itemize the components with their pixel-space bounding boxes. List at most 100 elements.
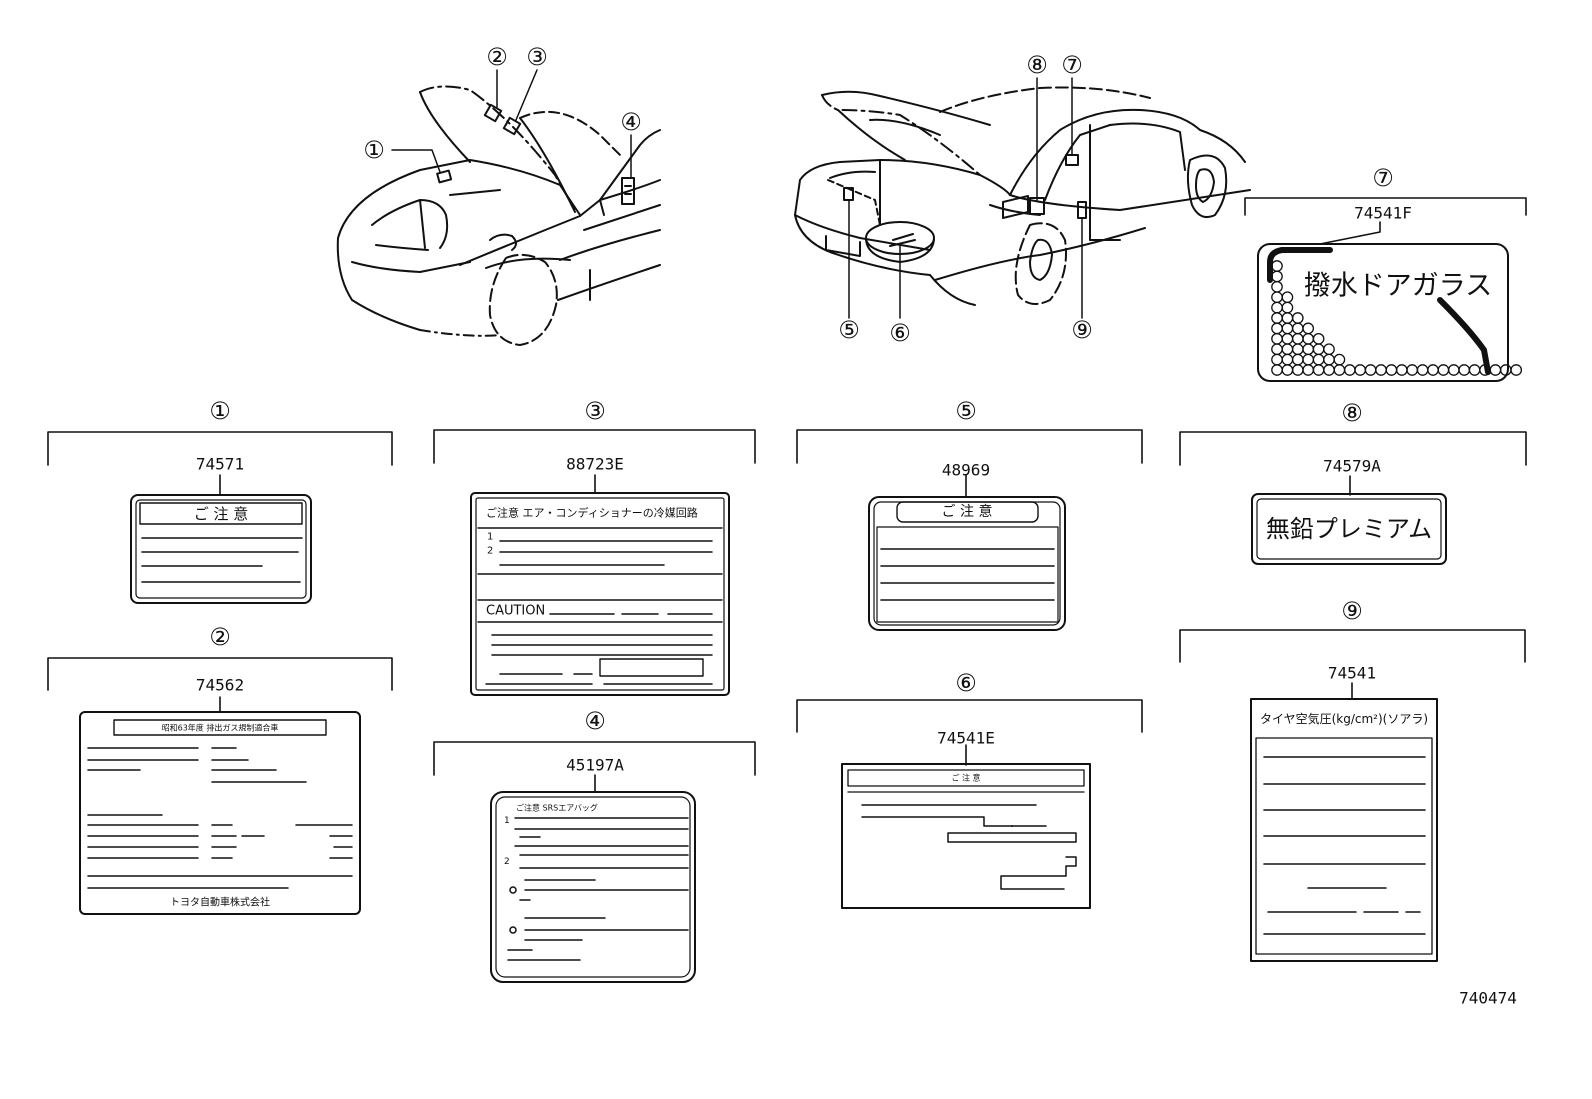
bubble [1354, 364, 1367, 376]
bubble [1291, 312, 1304, 324]
callout-6-car: ⑥ [889, 319, 911, 347]
label-5-outline [868, 496, 1066, 631]
part-number-7: 74541F [1354, 204, 1412, 223]
part-number-2: 74562 [196, 676, 244, 695]
bubble [1271, 270, 1283, 283]
label-2-footer: トヨタ自動車株式会社 [170, 896, 270, 909]
callout-1: ① [209, 397, 231, 425]
rear-car-illustration [794, 77, 1251, 319]
bubble [1271, 364, 1283, 376]
bubble [1271, 343, 1283, 356]
bubble [1302, 364, 1315, 376]
callout-4: ④ [584, 707, 606, 735]
callout-2-car: ② [486, 43, 508, 71]
callout-5: ⑤ [955, 397, 977, 425]
bubble [1343, 364, 1356, 376]
bubble [1312, 364, 1325, 376]
bubble [1291, 332, 1304, 345]
bubble [1291, 364, 1304, 376]
bubble [1468, 364, 1481, 376]
bubble [1395, 364, 1408, 376]
label-5-heading: ご 注 意 [942, 503, 993, 520]
bubble [1281, 343, 1294, 356]
label-1-outline [130, 494, 312, 604]
bubble [1302, 322, 1315, 335]
part-number-3: 88723E [566, 455, 624, 474]
bubble [1364, 364, 1377, 376]
bubble [1416, 364, 1429, 376]
part-number-4: 45197A [566, 756, 624, 775]
bubble [1291, 353, 1304, 366]
bubble [1271, 291, 1283, 304]
label-8-outline [1251, 493, 1447, 565]
label-4-outline [490, 791, 696, 983]
label-7-outline [1257, 243, 1509, 382]
label-7-text: 撥水ドアガラス [1304, 271, 1492, 302]
bubble [1291, 322, 1304, 335]
label-9-outline [1250, 698, 1438, 962]
callout-3: ③ [584, 397, 606, 425]
bubble [1281, 291, 1294, 304]
label-4-item-1: 1 [504, 816, 510, 826]
leader-lines [219, 221, 1381, 793]
label-6-heading: ご 注 意 [951, 773, 980, 783]
bubble [1302, 343, 1315, 356]
bubble [1312, 353, 1325, 366]
label-9-heading: タイヤ空気圧(kg/cm²)(ソアラ) [1260, 711, 1428, 726]
bubble [1437, 364, 1450, 376]
callout-6: ⑥ [955, 669, 977, 697]
bubble [1447, 364, 1460, 376]
part-number-1: 74571 [196, 455, 244, 474]
bubble [1281, 312, 1294, 324]
bubble [1271, 312, 1283, 324]
part-number-9: 74541 [1328, 664, 1376, 683]
bubble [1281, 301, 1294, 314]
label-3-caution: CAUTION [486, 604, 545, 619]
callout-9-car: ⑨ [1071, 316, 1093, 344]
figure-code: 740474 [1459, 989, 1517, 1008]
label-8-text: 無鉛プレミアム [1266, 515, 1432, 543]
label-7-bubbles [1271, 260, 1523, 376]
bubble [1499, 364, 1512, 376]
callout-1-car: ① [363, 136, 385, 164]
label-2-outline [79, 711, 361, 915]
bubble [1302, 332, 1315, 345]
label-4-item-2: 2 [504, 857, 510, 867]
bubble [1281, 353, 1294, 366]
bubble [1385, 364, 1398, 376]
bubble [1271, 280, 1283, 293]
bubble [1291, 343, 1304, 356]
bubble [1323, 364, 1335, 376]
front-car-illustration [336, 69, 661, 346]
bubble [1312, 343, 1325, 356]
label-4-heading: ご注意 SRSエアバッグ [516, 803, 598, 813]
callout-4-car: ④ [620, 108, 642, 136]
bubble [1458, 364, 1471, 376]
bubble [1323, 353, 1335, 366]
bubble [1271, 332, 1283, 345]
part-number-6: 74541E [937, 729, 995, 748]
bubble [1427, 364, 1439, 376]
label-6-outline [841, 763, 1091, 909]
bubble [1271, 322, 1283, 335]
bubble [1281, 322, 1294, 335]
callout-7: ⑦ [1372, 164, 1394, 192]
callout-8: ⑧ [1341, 399, 1363, 427]
label-3-item-1: 1 [487, 532, 493, 543]
bubble [1510, 364, 1523, 376]
callout-3-car: ③ [526, 43, 548, 71]
label-2-heading: 昭和63年度 排出ガス規制適合車 [162, 723, 279, 733]
callout-5-car: ⑤ [838, 316, 860, 344]
callout-7-car: ⑦ [1061, 51, 1083, 79]
bubble [1302, 353, 1315, 366]
callout-8-car: ⑧ [1026, 51, 1048, 79]
brackets [47, 197, 1527, 776]
bubble [1312, 332, 1325, 345]
label-3-heading: ご注意 エア・コンディショナーの冷媒回路 [486, 506, 698, 520]
bubble [1333, 353, 1346, 366]
bubble [1406, 364, 1419, 376]
bubble [1333, 364, 1346, 376]
bubble [1281, 332, 1294, 345]
bubble [1323, 343, 1335, 356]
